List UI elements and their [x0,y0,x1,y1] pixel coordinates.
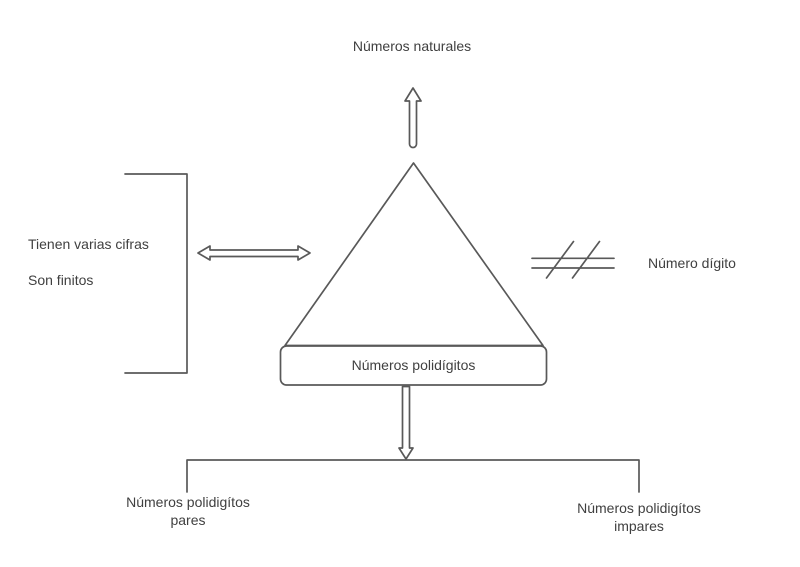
left-annotation-line2: Son finitos [28,272,94,288]
center-box-label: Números polidígitos [351,357,476,373]
bottom-right-label-line1: Números polidigítos [577,500,701,516]
bottom-bracket [186,459,640,493]
bottom-left-label: Números polidigítos pares [103,493,273,529]
bottom-right-label-line2: impares [614,518,664,534]
arrow-up-icon [404,87,422,149]
right-annotation: Número dígito [648,255,736,271]
double-arrow-icon [197,245,311,261]
top-label: Números naturales [352,38,472,54]
not-equal-icon [531,240,615,279]
bottom-left-label-line2: pares [170,512,206,528]
arrow-down-icon [398,385,414,460]
bottom-left-label-line1: Números polidigítos [126,494,250,510]
left-annotation-line1: Tienen varias cifras [28,236,149,252]
triangle-shape [284,162,544,347]
bottom-right-label: Números polidigítos impares [554,499,724,535]
center-box-shape [279,345,548,386]
left-bracket [124,173,188,374]
